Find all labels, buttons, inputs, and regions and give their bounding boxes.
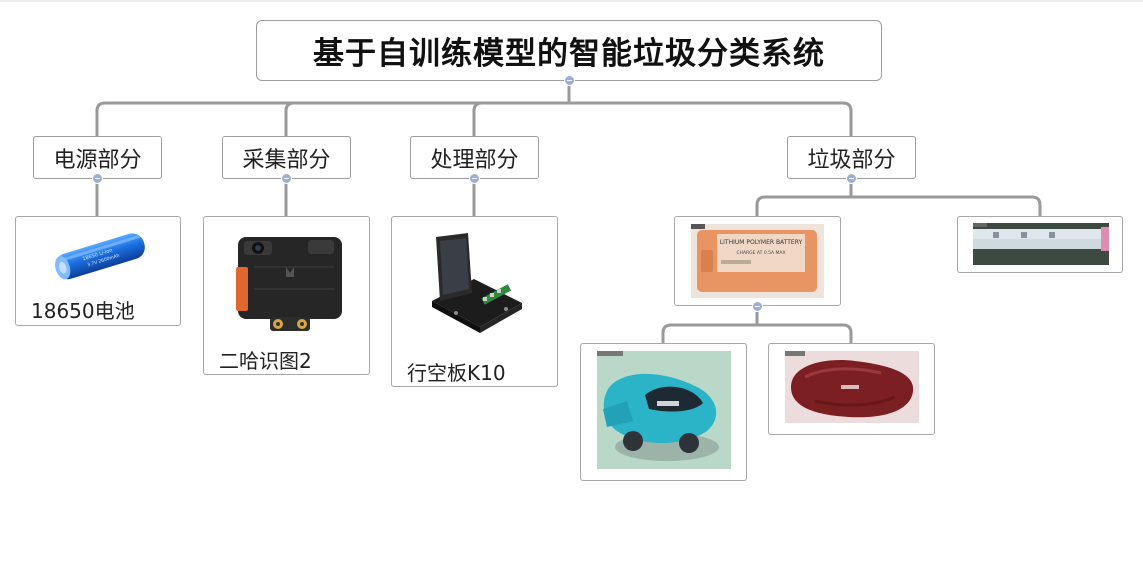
link-lipo-jujube [755,323,853,345]
card-battery[interactable]: 18650 Li-ion 3.7V 2600mAh 18650电池 [15,216,181,326]
link-root-garbage [567,101,853,139]
camera-caption: 二哈识图2 [219,349,312,373]
collapse-lipo-button[interactable] [752,301,763,312]
collapse-garbage-button[interactable] [846,173,857,184]
card-board[interactable]: 行空板K10 [391,216,558,387]
red-jujube-icon [785,351,919,423]
board-caption: 行空板K10 [407,361,506,385]
branch-process[interactable]: 处理部分 [410,136,539,179]
unihiker-k10-icon [432,233,522,333]
branch-process-label: 处理部分 [430,147,519,173]
link-garbage-chopsticks [849,195,1042,218]
branch-power-label: 电源部分 [53,147,142,173]
root-topic[interactable]: 基于自训练模型的智能垃圾分类系统 [256,20,882,81]
collapse-root-button[interactable] [564,75,575,86]
lipo-label-line-1: LITHIUM POLYMER BATTERY [720,239,803,246]
link-lipo-plane [661,323,759,345]
card-lipo-battery[interactable]: LITHIUM POLYMER BATTERY CHARGE AT 0.5A M… [674,216,841,312]
lipo-battery-icon: LITHIUM POLYMER BATTERY CHARGE AT 0.5A M… [691,224,824,298]
link-root-process [472,101,571,139]
battery-18650-icon: 18650 Li-ion 3.7V 2600mAh [55,233,145,280]
huskylens-camera-icon [236,237,342,331]
link-root-capture [284,101,571,139]
root-title: 基于自训练模型的智能垃圾分类系统 [313,36,825,72]
collapse-capture-button[interactable] [281,173,292,184]
lipo-label-line-2: CHARGE AT 0.5A MAX [736,250,785,256]
card-chopsticks[interactable] [957,216,1123,273]
card-camera[interactable]: 二哈识图2 [203,216,370,375]
top-divider [0,0,1143,2]
card-toy-plane[interactable] [580,343,747,481]
branch-capture-label: 采集部分 [242,147,331,173]
branch-capture[interactable]: 采集部分 [222,136,351,179]
collapse-power-button[interactable] [92,173,103,184]
collapse-process-button[interactable] [469,173,480,184]
link-root-power [95,101,571,139]
battery-caption: 18650电池 [31,299,135,323]
toy-plane-icon [597,351,731,469]
chopsticks-icon [973,223,1109,265]
branch-garbage-label: 垃圾部分 [807,147,896,173]
card-jujube[interactable] [768,343,935,435]
link-garbage-lipo [755,195,853,218]
branch-garbage[interactable]: 垃圾部分 [787,136,916,179]
